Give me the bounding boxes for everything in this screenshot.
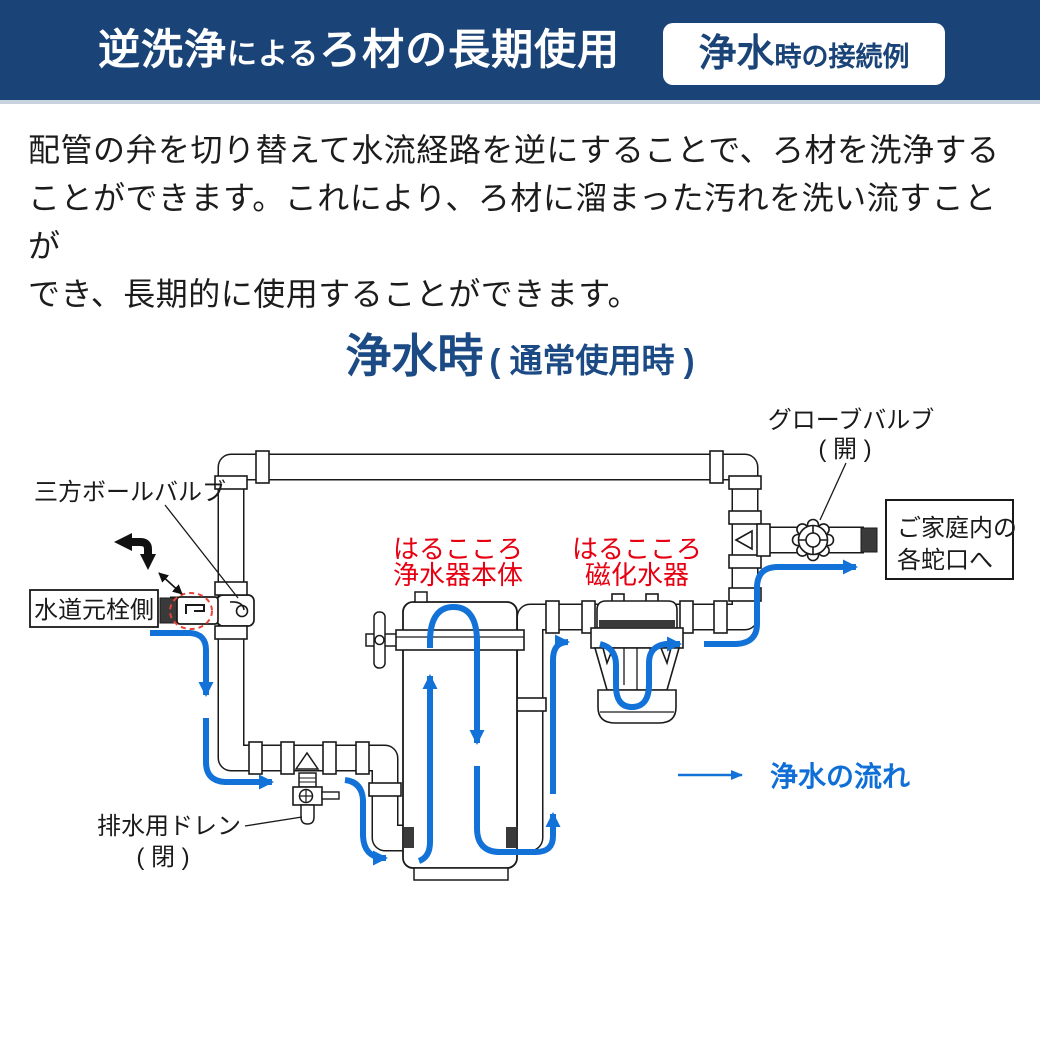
tank-port-left <box>404 827 414 848</box>
tank-base <box>413 867 509 881</box>
section-title-main: 浄水時 <box>345 330 484 382</box>
household-box: ご家庭内の 各蛇口へ <box>885 499 1017 580</box>
intro-text: 配管の弁を切り替えて水流経路を逆にすることで、ろ材を洗浄する ことができます。こ… <box>28 132 1000 312</box>
drain-state-label: ( 閉 ) <box>136 844 189 871</box>
mode-badge-sub: 時の接続例 <box>774 42 910 72</box>
page-title-part3: ろ材の長期使用 <box>319 26 621 73</box>
pipe-couplings <box>214 450 771 797</box>
page-title-part1: 逆洗浄 <box>98 26 228 73</box>
page-title: 逆洗浄によるろ材の長期使用 <box>98 0 620 100</box>
outlet-tee-arrow-icon <box>734 529 753 551</box>
drain-label: 排水用ドレン <box>97 813 241 840</box>
inlet-valve <box>159 596 219 625</box>
household-label-line1: ご家庭内の <box>897 515 1017 542</box>
outlet-pipe-cap <box>860 527 878 553</box>
section-title: 浄水時 ( 通常使用時 ) <box>0 320 1040 386</box>
drain-valve <box>292 751 340 825</box>
page-title-part2: による <box>227 38 320 71</box>
piping-diagram: 水道元栓側 ご家庭内の 各蛇口へ 三方ボールバルブ グローブバルブ ( 開 ) … <box>29 407 1017 881</box>
flow-legend-label: 浄水の流れ <box>770 761 910 792</box>
magnetizer-label-line2: 磁化水器 <box>585 560 689 590</box>
mode-badge-main: 浄水 <box>698 33 775 75</box>
section-title-sub: ( 通常使用時 ) <box>489 342 695 379</box>
header-bar: 逆洗浄によるろ材の長期使用 浄水時の接続例 <box>0 0 1040 104</box>
globe-valve-label: グローブバルブ <box>768 407 935 434</box>
tank-nipple <box>414 591 428 603</box>
three-way-valve <box>214 581 255 640</box>
mode-badge: 浄水時の接続例 <box>663 23 945 85</box>
magnetizer-label-line1: はるこころ <box>572 534 702 564</box>
three-way-valve-label: 三方ボールバルブ <box>34 479 226 506</box>
flow-legend: 浄水の流れ <box>678 761 910 792</box>
water-main-box: 水道元栓側 <box>29 589 159 628</box>
valve-highlight-ellipse <box>169 592 213 630</box>
water-main-label: 水道元栓側 <box>34 597 154 624</box>
purifier-label-line2: 浄水器本体 <box>393 560 523 590</box>
purifier-label-line1: はるこころ <box>393 534 523 564</box>
flow-path <box>150 559 858 866</box>
tank-port-right <box>506 827 516 848</box>
tank-collar <box>395 629 525 651</box>
valve-rotation-arrow <box>114 533 183 595</box>
globe-valve <box>791 518 835 562</box>
household-label-line2: 各蛇口へ <box>897 547 993 574</box>
inlet-pipe-cap <box>159 597 178 624</box>
leader-lines <box>164 462 847 827</box>
globe-valve-state-label: ( 開 ) <box>818 436 871 463</box>
